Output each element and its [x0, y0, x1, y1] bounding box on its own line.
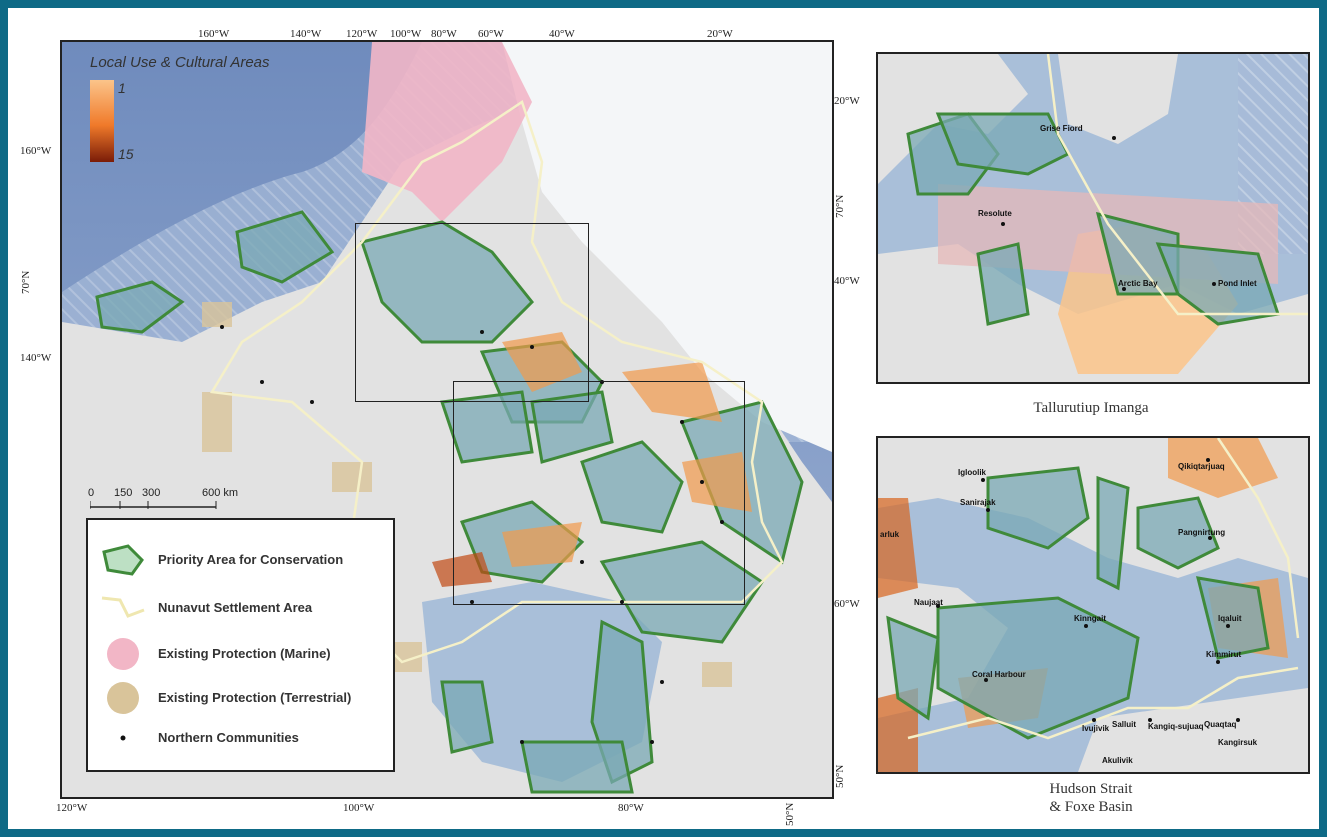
marine-protection-icon	[107, 638, 139, 670]
place-label: Pangnirtung	[1178, 528, 1226, 537]
place-label: Ivujivik	[1082, 724, 1110, 733]
lon-tick: 160°W	[20, 145, 52, 157]
lat-tick: 50°N	[834, 764, 846, 788]
legend-label: Nunavut Settlement Area	[158, 600, 313, 615]
lon-tick: 100°W	[343, 802, 375, 814]
terrestrial-protection-icon	[107, 682, 139, 714]
scale-label: 0	[88, 487, 95, 499]
legend-label: Northern Communities	[158, 730, 299, 745]
scale-label: 600 km	[202, 487, 239, 499]
legend-item: Existing Protection (Marine)	[88, 634, 388, 674]
legend-label: Existing Protection (Marine)	[158, 646, 331, 661]
lat-tick: 70°N	[834, 194, 846, 218]
place-label: Igloolik	[958, 468, 986, 477]
place-label: Pond Inlet	[1218, 279, 1257, 288]
priority-area-icon	[102, 544, 144, 576]
lon-tick: 120°W	[346, 28, 378, 40]
place-label: Salluit	[1112, 720, 1137, 729]
place-label: Iqaluit	[1218, 614, 1242, 623]
legend-label: Existing Protection (Terrestrial)	[158, 690, 352, 705]
ramp-title: Local Use & Cultural Areas	[90, 54, 270, 71]
lon-tick: 80°W	[431, 28, 457, 40]
scale-label: 150	[114, 487, 133, 499]
cultural-ramp-swatch	[90, 80, 114, 162]
legend-label: Priority Area for Conservation	[158, 552, 344, 567]
inset2-caption-line: & Foxe Basin	[1049, 799, 1133, 815]
lon-tick: 140°W	[20, 352, 52, 364]
lon-tick: 120°W	[56, 802, 88, 814]
lon-tick: 140°W	[290, 28, 322, 40]
ramp-max-label: 15	[118, 146, 134, 162]
place-label: Kangirsuk	[1218, 738, 1258, 747]
lon-tick: 80°W	[618, 802, 644, 814]
lon-tick: 20°W	[834, 95, 860, 107]
inset1-canvas	[878, 54, 1308, 382]
lat-tick: 50°N	[784, 802, 796, 826]
legend-item: Nunavut Settlement Area	[88, 588, 388, 628]
lon-tick: 60°W	[478, 28, 504, 40]
settlement-line-icon	[101, 596, 145, 618]
place-label: Akulivik	[1102, 756, 1133, 765]
lon-tick: 160°W	[198, 28, 230, 40]
inset2-caption-line: Hudson Strait	[1049, 781, 1133, 797]
community-dot-icon	[120, 735, 126, 741]
place-label: Kimmirut	[1206, 650, 1242, 659]
scale-label: 300	[142, 487, 161, 499]
inset2-canvas	[878, 438, 1308, 772]
lon-tick: 40°W	[834, 275, 860, 287]
map-legend: Priority Area for Conservation Nunavut S…	[86, 518, 395, 772]
lon-tick: 60°W	[834, 598, 860, 610]
scale-bar: 0 150 300 600 km	[86, 487, 326, 511]
place-label: Qikiqtarjuaq	[1178, 462, 1225, 471]
legend-item: Priority Area for Conservation	[88, 540, 388, 580]
tallurutiup-inset-map[interactable]: Grise Fiord Resolute Arctic Bay Pond Inl…	[876, 52, 1310, 384]
inset1-caption: Tallurutiup Imanga	[1033, 400, 1149, 416]
legend-item: Northern Communities	[88, 718, 388, 758]
place-label: Arctic Bay	[1118, 279, 1158, 288]
scale-ruler	[90, 501, 217, 509]
place-label: Quaqtaq	[1204, 720, 1237, 729]
place-label: Grise Fiord	[1040, 124, 1083, 133]
legend-item: Existing Protection (Terrestrial)	[88, 678, 388, 718]
lon-tick: 40°W	[549, 28, 575, 40]
lon-tick: 20°W	[707, 28, 733, 40]
inset2-caption: Hudson Strait & Foxe Basin	[876, 780, 1306, 816]
lat-tick: 70°N	[20, 270, 32, 294]
hudson-inset-map[interactable]: Igloolik Sanirajak Qikiqtarjuaq Pangnirt…	[876, 436, 1310, 774]
place-label: Kinngait	[1074, 614, 1106, 623]
place-label: Kangiq-sujuaq	[1148, 722, 1204, 731]
hudson-extent-box[interactable]	[453, 381, 745, 605]
place-label: Resolute	[978, 209, 1012, 218]
place-label: arluk	[880, 530, 900, 539]
place-label: Coral Harbour	[972, 670, 1026, 679]
tallurutiup-extent-box[interactable]	[355, 223, 589, 402]
lon-tick: 100°W	[390, 28, 422, 40]
place-label: Naujaat	[914, 598, 943, 607]
place-label: Sanirajak	[960, 498, 996, 507]
ramp-min-label: 1	[118, 80, 126, 96]
